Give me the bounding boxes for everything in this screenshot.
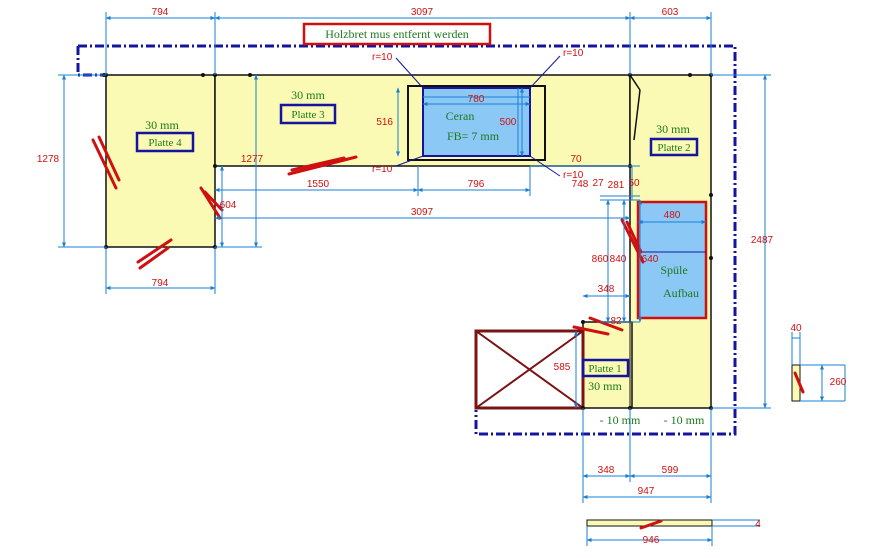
radius-tl: r=10 <box>372 52 393 63</box>
clamp-marks <box>91 135 805 530</box>
sink-type: Aufbau <box>663 286 699 300</box>
ceran-name: Ceran <box>446 109 475 123</box>
dim-1550: 1550 <box>307 179 330 190</box>
dim-27: 27 <box>592 178 604 189</box>
dim-794-top: 794 <box>152 7 169 18</box>
dim-2487: 2487 <box>751 235 774 246</box>
platte-4-label: Platte 4 <box>148 137 182 149</box>
warning-box <box>302 22 492 46</box>
dim-603-top: 603 <box>662 7 679 18</box>
dim-604: 604 <box>220 200 237 211</box>
platte-2-box <box>649 137 699 157</box>
sink-width: 480 <box>664 210 681 221</box>
dim-348-top: 348 <box>598 284 615 295</box>
offset-left: - 10 mm <box>600 413 641 427</box>
dim-946: 946 <box>643 535 660 546</box>
platte-2-label: Platte 2 <box>657 142 690 154</box>
ceran-height: 500 <box>500 117 517 128</box>
radius-br: r=10 <box>563 170 584 181</box>
room-outline <box>78 44 737 436</box>
platte-3-thickness: 30 mm <box>291 88 325 102</box>
dim-748: 748 <box>572 179 589 190</box>
dim-3097-top: 3097 <box>411 7 434 18</box>
platte-1-label: Platte 1 <box>588 363 621 375</box>
dim-640: 640 <box>642 254 659 265</box>
dim-4: 4 <box>755 519 761 530</box>
platte-4-thickness: 30 mm <box>145 118 179 132</box>
dim-585: 585 <box>554 362 571 373</box>
dim-50: 50 <box>628 178 640 189</box>
dim-860: 860 <box>592 254 609 265</box>
ceran-width: 780 <box>468 94 485 105</box>
dim-70: 70 <box>570 154 582 165</box>
platte-4-box <box>135 131 195 153</box>
dim-82: 82 <box>610 316 622 327</box>
dim-1278: 1278 <box>37 154 60 165</box>
dim-260: 260 <box>830 377 847 388</box>
platte-3-box <box>279 103 337 125</box>
sink-name: Spüle <box>660 263 687 277</box>
ceran-cutout <box>422 87 531 157</box>
radius-bl: r=10 <box>372 164 393 175</box>
platte-3-label: Platte 3 <box>291 109 325 121</box>
dim-3097-bottom: 3097 <box>411 207 434 218</box>
platte-1-box <box>581 358 630 378</box>
dim-794-bottom: 794 <box>152 278 169 289</box>
dim-796: 796 <box>468 179 485 190</box>
offset-right: - 10 mm <box>664 413 705 427</box>
dim-599: 599 <box>662 465 679 476</box>
dim-947: 947 <box>638 486 655 497</box>
platte-1-thickness: 30 mm <box>588 379 622 393</box>
warning-text: Holzbret mus entfernt werden <box>325 27 469 41</box>
ceran-frame <box>407 85 546 161</box>
dim-40: 40 <box>790 323 802 334</box>
platte-2-thickness: 30 mm <box>656 122 690 136</box>
plate-4-shape <box>105 74 216 248</box>
dim-1277: 1277 <box>241 154 264 165</box>
room-outline-left <box>76 46 106 77</box>
dim-281: 281 <box>608 180 625 191</box>
ceran-outer: 516 <box>376 117 393 128</box>
dim-840: 840 <box>610 254 627 265</box>
ceran-fb: FB= 7 mm <box>447 129 500 143</box>
radius-tr: r=10 <box>563 48 584 59</box>
dim-348-bottom: 348 <box>598 465 615 476</box>
